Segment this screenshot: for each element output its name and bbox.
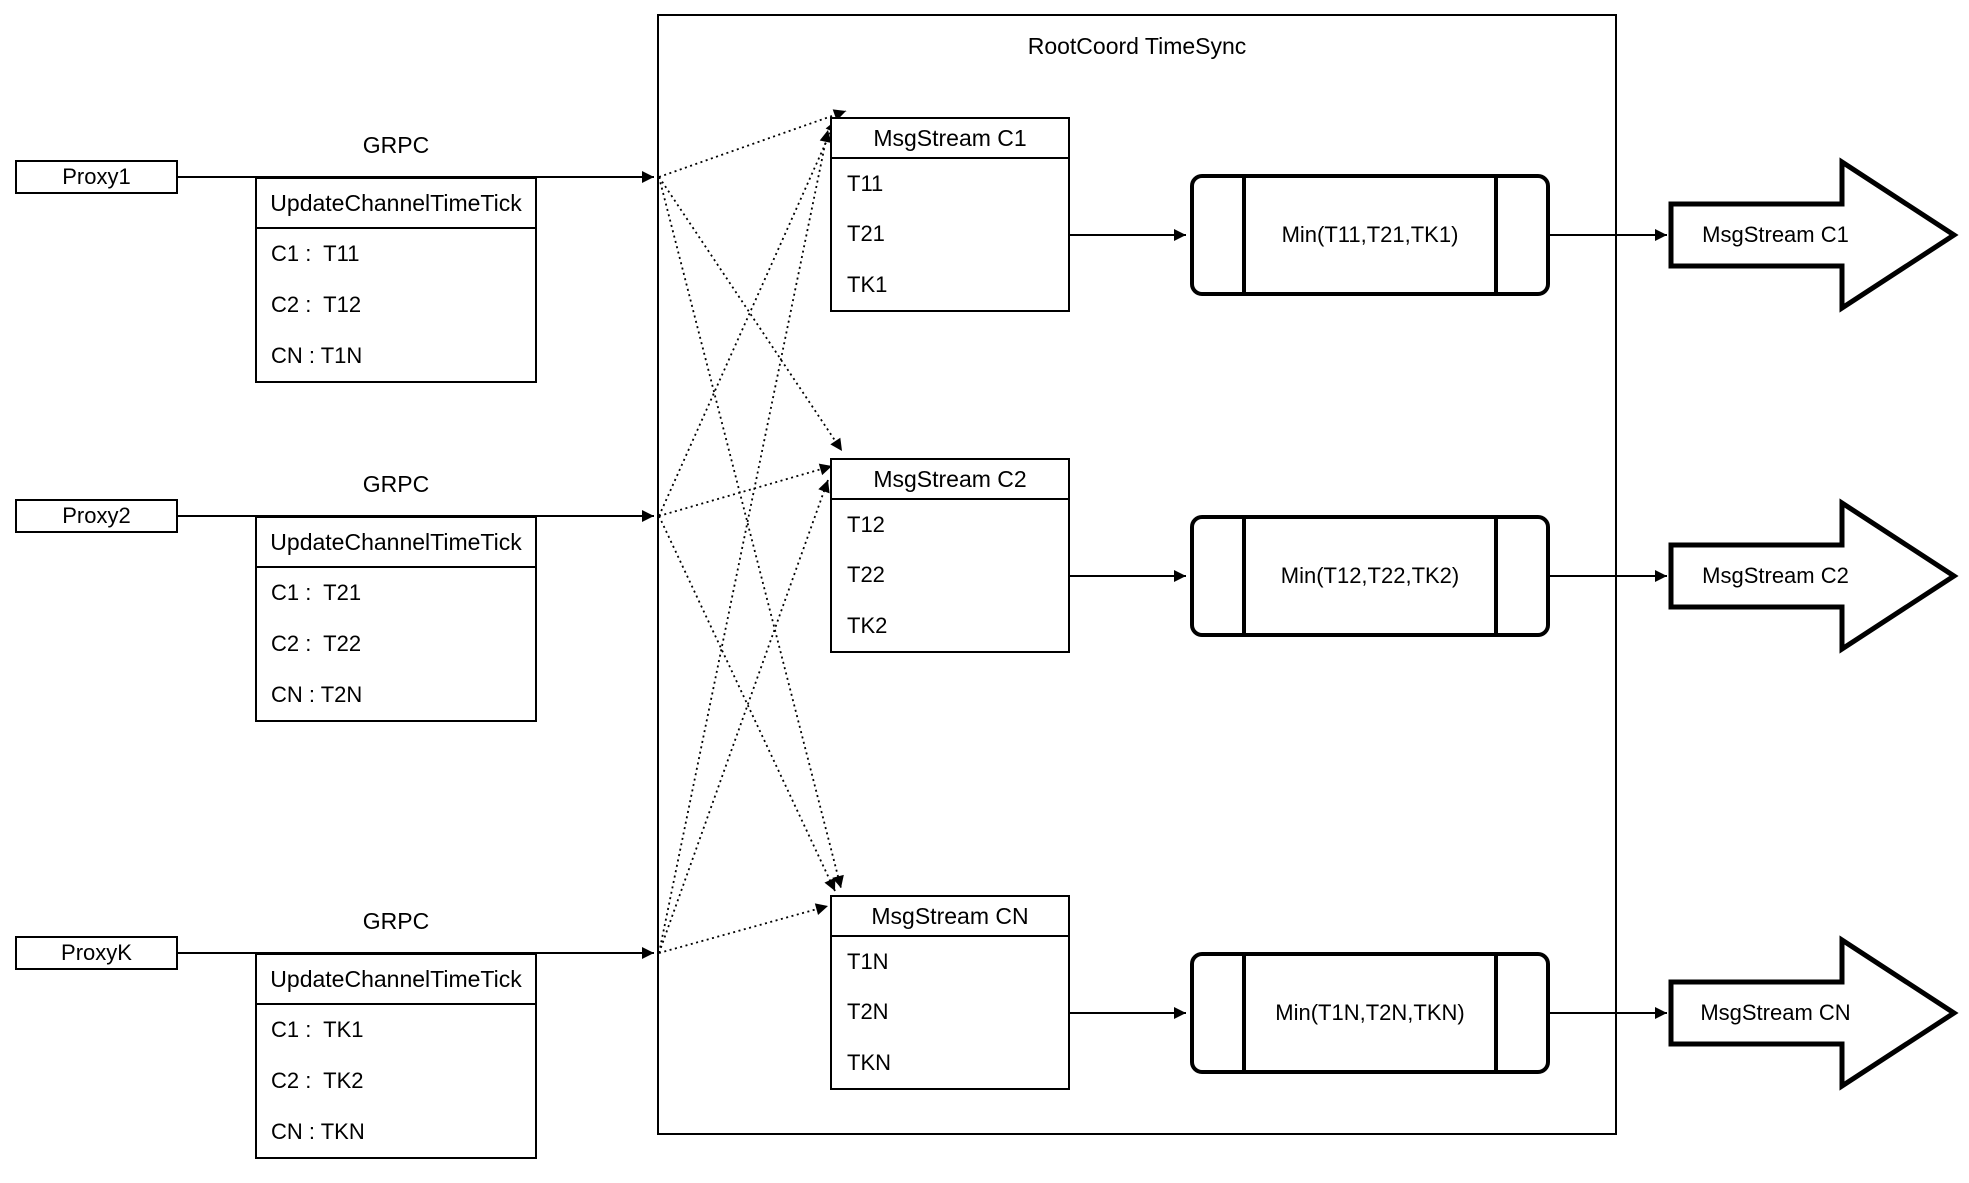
min-node-left-bar xyxy=(1242,519,1246,633)
tick-row: C1 : T11 xyxy=(271,241,360,267)
msgstream-table-header: MsgStream C2 xyxy=(832,460,1068,500)
msgstream-row: T12 xyxy=(847,512,885,538)
min-node-right-bar xyxy=(1494,519,1498,633)
tick-row: CN : TKN xyxy=(271,1118,365,1144)
min-node-c2: Min(T12,T22,TK2) xyxy=(1190,515,1550,637)
grpc-label-2: GRPC xyxy=(362,471,430,497)
msgstream-cn-out-label: MsgStream CN xyxy=(1700,1000,1851,1025)
msgstream-c2-table: MsgStream C2 T12 T22 TK2 xyxy=(830,458,1070,653)
timetick-fanout-dotted xyxy=(658,109,847,954)
msgstream-row: T2N xyxy=(847,999,889,1025)
proxy2-label: Proxy2 xyxy=(62,503,131,528)
msgstream-c2-block-arrow xyxy=(1668,498,1959,654)
msgstream-cn-table: MsgStream CN T1N T2N TKN xyxy=(830,895,1070,1090)
msgstream-row: TK2 xyxy=(847,612,888,638)
rootcoord-title: RootCoord TimeSync xyxy=(1027,33,1247,59)
tick-table-header: UpdateChannelTimeTick xyxy=(257,518,535,568)
msgstream-row: T11 xyxy=(847,171,884,197)
msgstream-cn-block-arrow xyxy=(1668,935,1959,1091)
rootcoord-box xyxy=(657,14,1617,1135)
proxy2-node: Proxy2 xyxy=(15,499,178,533)
msgstream-table-header: MsgStream C1 xyxy=(832,119,1068,159)
update-channel-timetick-table-3: UpdateChannelTimeTick C1 : TK1 C2 : TK2 … xyxy=(255,953,537,1159)
min-node-right-bar xyxy=(1494,956,1498,1070)
tick-row: C1 : TK1 xyxy=(271,1017,364,1043)
msgstream-c2-out-label: MsgStream C2 xyxy=(1702,563,1849,588)
grpc-label-3: GRPC xyxy=(362,908,430,934)
tick-row: C2 : T22 xyxy=(271,631,362,656)
tick-row: CN : T1N xyxy=(271,342,363,368)
proxyk-node: ProxyK xyxy=(15,936,178,970)
tick-row: CN : T2N xyxy=(271,681,363,707)
tick-row: C2 : T12 xyxy=(271,292,362,317)
min-node-left-bar xyxy=(1242,178,1246,292)
msgstream-table-header: MsgStream CN xyxy=(832,897,1068,937)
msgstream-c1-block-arrow xyxy=(1668,157,1959,313)
stream-connectors xyxy=(1070,229,1667,1019)
msgstream-c1-table: MsgStream C1 T11 T21 TK1 xyxy=(830,117,1070,312)
min-label-c2: Min(T12,T22,TK2) xyxy=(1280,563,1460,588)
tick-table-header: UpdateChannelTimeTick xyxy=(257,955,535,1005)
msgstream-row: T1N xyxy=(847,949,889,975)
min-label-c1: Min(T11,T21,TK1) xyxy=(1281,222,1459,247)
update-channel-timetick-table-1: UpdateChannelTimeTick C1 : T11 C2 : T12 … xyxy=(255,177,537,383)
min-node-right-bar xyxy=(1494,178,1498,292)
min-label-cn: Min(T1N,T2N,TKN) xyxy=(1275,1000,1465,1025)
tick-row: C1 : T21 xyxy=(271,580,362,606)
proxyk-label: ProxyK xyxy=(61,940,132,965)
msgstream-row: T22 xyxy=(847,562,885,588)
output-block-arrows xyxy=(1668,157,1959,1091)
update-channel-timetick-table-2: UpdateChannelTimeTick C1 : T21 C2 : T22 … xyxy=(255,516,537,722)
min-node-left-bar xyxy=(1242,956,1246,1070)
msgstream-row: TK1 xyxy=(847,271,888,297)
tick-table-header: UpdateChannelTimeTick xyxy=(257,179,535,229)
proxy1-node: Proxy1 xyxy=(15,160,178,194)
tick-row: C2 : TK2 xyxy=(271,1068,364,1093)
proxy1-label: Proxy1 xyxy=(62,164,131,189)
min-node-c1: Min(T11,T21,TK1) xyxy=(1190,174,1550,296)
msgstream-row: T21 xyxy=(847,221,885,247)
min-node-cn: Min(T1N,T2N,TKN) xyxy=(1190,952,1550,1074)
msgstream-c1-out-label: MsgStream C1 xyxy=(1702,222,1849,247)
grpc-label-1: GRPC xyxy=(362,132,430,158)
msgstream-row: TKN xyxy=(847,1049,891,1075)
